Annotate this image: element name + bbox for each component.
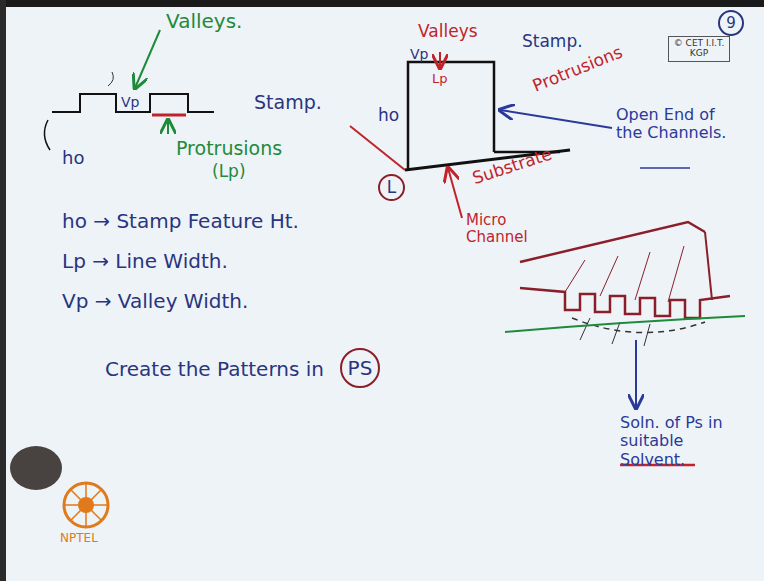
label-text: Open End of the Channels.	[616, 106, 736, 143]
label-text: Vp	[121, 94, 139, 110]
stamp-top	[520, 222, 705, 262]
label-text: Micro Channel	[466, 212, 546, 247]
substrate-line	[350, 126, 405, 170]
leader-arrow	[500, 110, 612, 128]
label-text: Vp → Valley Width.	[62, 290, 248, 313]
sketch-mark	[108, 72, 113, 86]
frame-band	[0, 0, 764, 7]
label-text: NPTEL	[60, 532, 98, 546]
stamp-edge	[705, 232, 712, 300]
leader-arrow	[135, 30, 160, 88]
label-text: (Lp)	[212, 162, 246, 182]
stamp-profile	[52, 94, 214, 112]
circled-text: 9	[718, 10, 744, 36]
protrusion-mark	[152, 114, 186, 117]
hand-shadow	[10, 446, 62, 490]
label-text: Lp → Line Width.	[62, 250, 228, 273]
leader-arrow	[439, 52, 441, 68]
underline	[640, 167, 690, 169]
node-text: © CET I.I.T. KGP	[672, 39, 726, 59]
node-text: PS	[348, 357, 373, 379]
label-text: Substrate	[470, 145, 554, 189]
node-text: 9	[726, 15, 736, 32]
label-text: ho	[378, 106, 399, 126]
leader-arrow	[448, 168, 462, 218]
circled-text: PS	[340, 348, 380, 388]
copyright-box: © CET I.I.T. KGP	[668, 36, 730, 62]
frame-band	[0, 0, 6, 581]
channel-comb	[520, 288, 730, 318]
label-text: Stamp.	[254, 92, 322, 114]
label-text: Valleys.	[166, 10, 242, 33]
stamp-outline	[408, 62, 494, 170]
leader-arrow	[167, 120, 169, 134]
leader-arrow	[635, 340, 637, 408]
label-text: Vp	[410, 46, 428, 62]
label-text: Valleys	[418, 22, 478, 42]
label-text: Stamp.	[522, 32, 583, 52]
label-text: ho → Stamp Feature Ht.	[62, 210, 299, 233]
label-text: Protrusions	[176, 138, 282, 160]
hatch	[565, 246, 684, 302]
logo	[64, 483, 108, 527]
circled-text: L	[378, 174, 405, 201]
node-text: L	[387, 178, 396, 197]
substrate-line	[505, 316, 745, 332]
logo	[64, 483, 108, 527]
label-text: Lp	[432, 72, 448, 87]
label-text: ho	[62, 148, 84, 169]
label-text: Create the Patterns in	[105, 358, 324, 381]
label-text: Soln. of Ps in suitable Solvent.	[620, 414, 740, 469]
bracket	[44, 120, 50, 150]
